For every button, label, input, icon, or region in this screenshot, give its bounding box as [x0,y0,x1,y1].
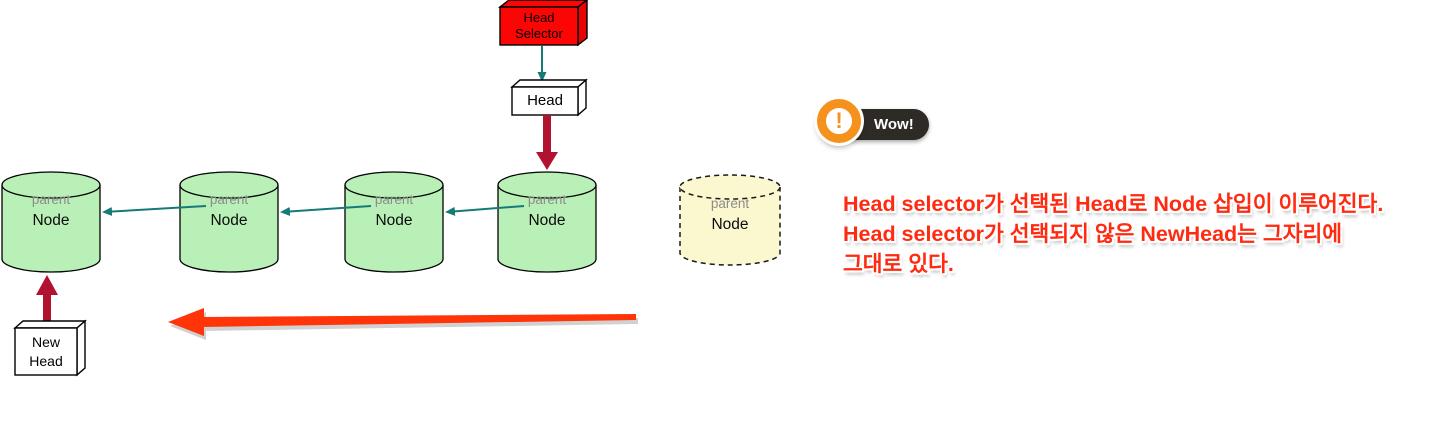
node-4-name: Node [528,212,566,229]
new-head-box [13,319,87,377]
note-line-1: Head selector가 선택된 Head로 Node 삽입이 이루어진다. [843,192,1384,216]
annotation-note: Head selector가 선택된 Head로 Node 삽입이 이루어진다.… [843,189,1455,279]
node-cylinder-3-top [344,171,444,199]
ghost-node-label: parent Node [680,196,780,234]
node-2-label: parent Node [180,192,278,230]
new-head-box-side [76,319,86,377]
wow-badge: Wow! [838,109,929,140]
shift-direction-arrow [168,308,638,340]
ghost-node-name: Node [711,216,749,233]
node-4-label: parent Node [498,192,596,230]
head-box-side [577,78,587,117]
head-box [510,78,588,117]
shift-arrow-head [168,308,204,336]
node-3-parent-field: parent [374,192,414,207]
parent-link-arrow-2to1 [102,205,207,217]
node-cylinder-2-top [179,171,279,199]
node-cylinder-4-top [497,171,597,199]
head-box-top [510,79,588,88]
parent-link-arrow-3to2 [280,205,372,216]
head-insert-arrow-shaft [543,115,551,153]
parent-link-arrow-4to3 [445,205,525,216]
head-selector-label: Head Selector [515,10,563,41]
new-head-arrow-shaft [43,293,51,326]
node-cylinder-1-top [1,171,101,199]
head-box-front [511,86,579,116]
node-3-name: Node [375,212,413,229]
head-label: Head [527,92,563,109]
head-selector-box-top [497,0,589,8]
exclamation-icon: ! [817,99,861,143]
ghost-node-top [679,174,781,200]
note-line-2: Head selector가 선택되지 않은 NewHead는 그자리에 [843,222,1343,246]
node-2-parent-field: parent [209,192,249,207]
node-cylinder-1 [1,171,101,273]
new-head-box-front [14,327,78,376]
node-4-parent-field: parent [527,192,567,207]
node-cylinder-1-body [1,185,101,273]
ghost-node-parent-field: parent [710,196,750,211]
new-head-arrow-head [36,275,58,295]
head-insert-arrow [536,115,558,170]
exclamation-glyph: ! [835,108,843,133]
node-3-label: parent Node [345,192,443,230]
node-2-name: Node [210,212,248,229]
ghost-node-cylinder [679,174,781,266]
head-selector-box [497,0,589,47]
note-line-3: 그대로 있다. [843,252,954,276]
head-selector-box-front [499,6,579,46]
node-1-name: Node [32,212,70,229]
shift-arrow-shaft [202,314,636,327]
ghost-node-body [679,187,781,266]
node-1-parent-field: parent [31,192,71,207]
new-head-arrow [36,275,58,326]
new-head-label: New Head [29,334,63,369]
head-insert-arrow-head [536,152,558,170]
new-head-box-top [13,320,87,329]
head-selector-box-side [577,0,588,47]
node-1-label: parent Node [2,192,100,230]
